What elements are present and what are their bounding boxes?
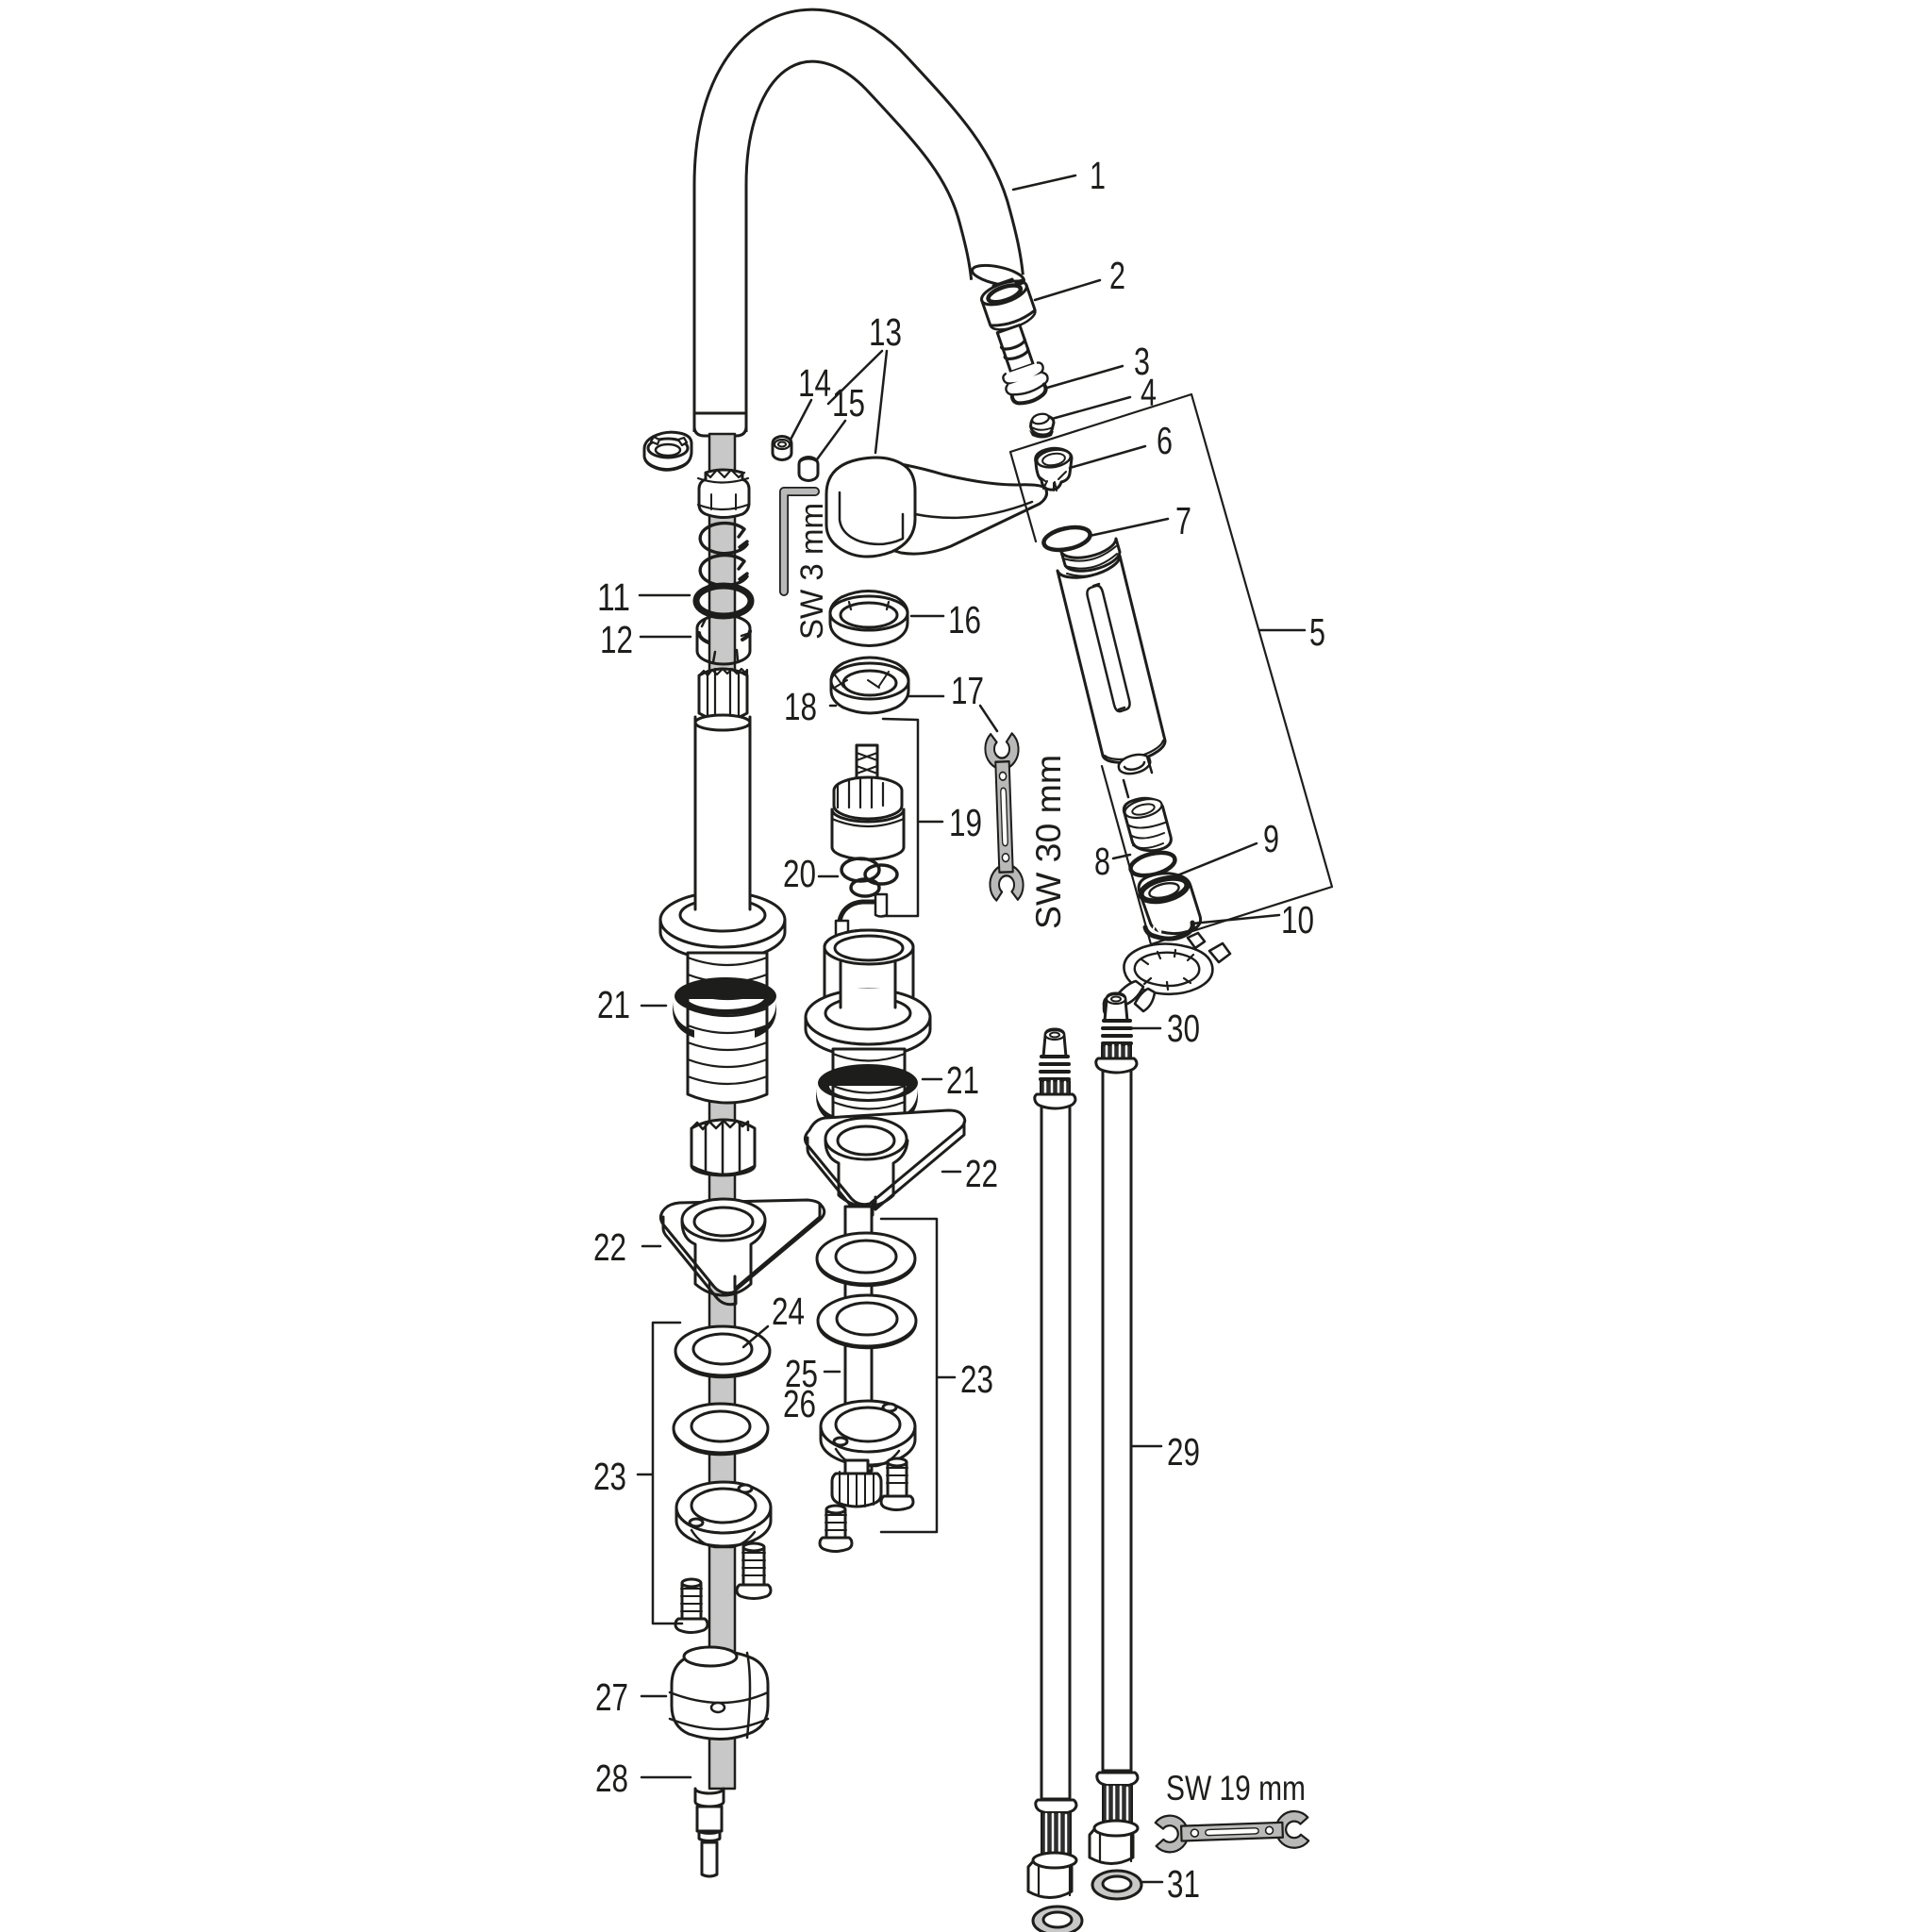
svg-text:23: 23 [593,1455,626,1498]
svg-text:6: 6 [1157,419,1173,462]
svg-text:25: 25 [785,1352,818,1395]
svg-text:13: 13 [869,310,902,354]
svg-text:29: 29 [1167,1430,1200,1474]
svg-text:7: 7 [1175,499,1191,542]
svg-text:14: 14 [798,361,831,405]
svg-text:15: 15 [832,381,865,425]
svg-text:3: 3 [1134,340,1150,383]
svg-text:22: 22 [965,1152,998,1195]
svg-text:5: 5 [1309,610,1325,654]
svg-text:19: 19 [949,801,982,844]
svg-text:9: 9 [1263,817,1279,860]
svg-text:26: 26 [783,1382,816,1425]
svg-text:30: 30 [1167,1007,1200,1050]
svg-text:SW 19 mm: SW 19 mm [1166,1769,1306,1807]
svg-text:21: 21 [597,983,630,1026]
svg-text:10: 10 [1281,898,1314,941]
svg-text:18: 18 [784,685,817,728]
svg-text:SW 3 mm: SW 3 mm [794,503,830,640]
svg-text:2: 2 [1109,254,1125,297]
svg-text:17: 17 [951,669,984,712]
svg-text:8: 8 [1094,840,1110,883]
svg-text:11: 11 [597,575,630,619]
svg-text:4: 4 [1141,371,1157,414]
svg-text:27: 27 [595,1675,628,1719]
svg-text:16: 16 [948,598,981,641]
svg-text:22: 22 [593,1225,626,1269]
svg-text:SW 30 mm: SW 30 mm [1029,755,1068,929]
svg-text:20: 20 [783,852,816,895]
svg-text:31: 31 [1167,1862,1200,1906]
svg-text:24: 24 [772,1290,805,1333]
svg-text:23: 23 [960,1357,993,1401]
svg-text:1: 1 [1090,154,1106,197]
svg-text:12: 12 [600,618,633,661]
svg-text:21: 21 [946,1058,979,1102]
svg-text:28: 28 [595,1757,628,1800]
